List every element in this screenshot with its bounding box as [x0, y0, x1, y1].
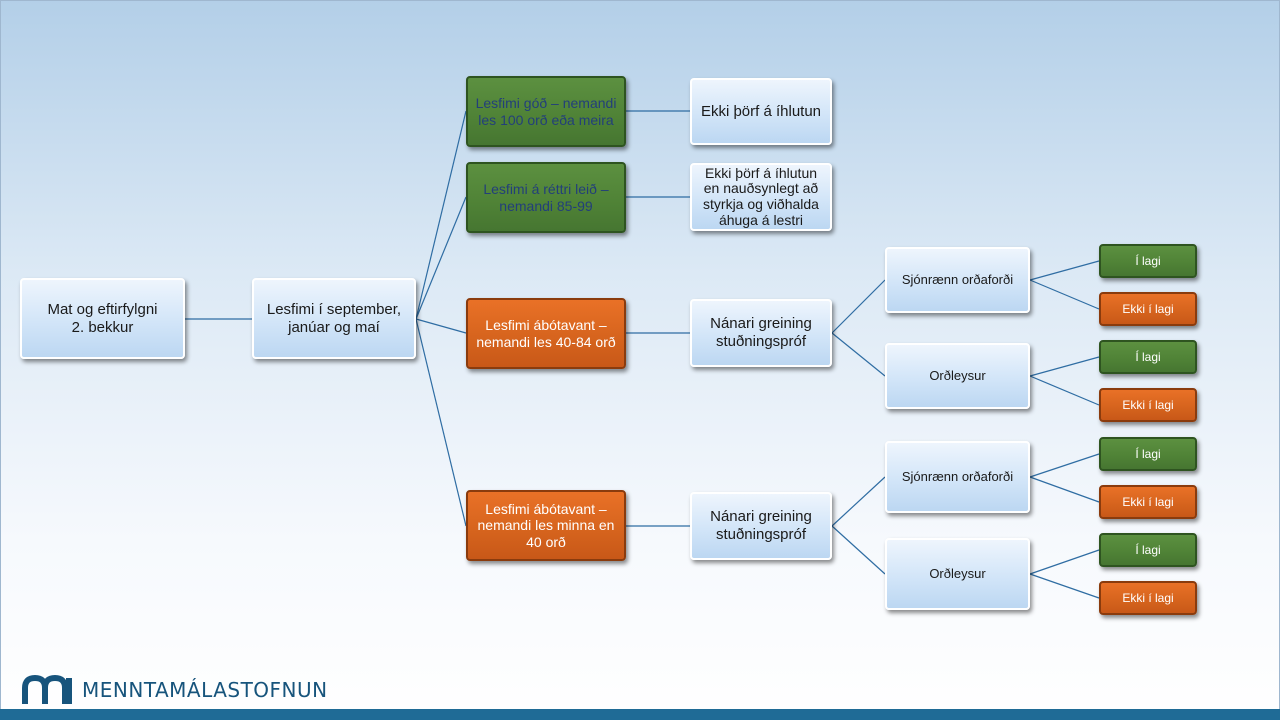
level-line: Lesfimi á réttri leið –: [483, 180, 609, 197]
result-label: Í lagi: [1135, 253, 1161, 268]
schedule-line: janúar og maí: [288, 318, 380, 336]
connector: [1029, 375, 1100, 406]
result-label: Ekki í lagi: [1122, 397, 1174, 412]
connector: [831, 525, 886, 575]
level-line: Lesfimi góð – nemandi: [475, 94, 617, 111]
connector: [1029, 573, 1100, 599]
outcome-node: Ekki þörf á íhlutun en nauðsynlegt að st…: [690, 163, 832, 231]
result-not-ok-node: Ekki í lagi: [1099, 388, 1197, 422]
result-ok-node: Í lagi: [1099, 533, 1197, 567]
result-label: Ekki í lagi: [1122, 494, 1174, 509]
test-node: Orðleysur: [885, 538, 1030, 610]
level-line: nemandi 85-99: [499, 197, 593, 214]
test-node: Orðleysur: [885, 343, 1030, 409]
level-line: Lesfimi ábótavant –: [485, 316, 607, 333]
schedule-line: Lesfimi í september,: [266, 300, 402, 318]
outcome-node: Nánari greining stuðningspróf: [690, 492, 832, 560]
result-label: Ekki í lagi: [1122, 590, 1174, 605]
connector: [415, 196, 467, 320]
result-label: Í lagi: [1135, 446, 1161, 461]
test-label: Orðleysur: [929, 566, 986, 582]
connector: [1029, 476, 1100, 503]
level-line: nemandi les minna en: [477, 517, 615, 534]
result-ok-node: Í lagi: [1099, 244, 1197, 278]
connector: [831, 279, 886, 334]
level-line: Lesfimi ábótavant –: [485, 500, 607, 517]
level-node-on-track: Lesfimi á réttri leið – nemandi 85-99: [466, 162, 626, 233]
connector: [415, 110, 467, 320]
connector: [1029, 453, 1100, 478]
connector: [1029, 549, 1100, 575]
test-node: Sjónrænn orðaforði: [885, 247, 1030, 313]
test-label: Sjónrænn orðaforði: [901, 272, 1014, 288]
outcome-line: Ekki þörf á íhlutun: [704, 164, 818, 181]
outcome-node: Nánari greining stuðningspróf: [690, 299, 832, 367]
level-node-insufficient-40-84: Lesfimi ábótavant – nemandi les 40-84 or…: [466, 298, 626, 369]
level-node-insufficient-under-40: Lesfimi ábótavant – nemandi les minna en…: [466, 490, 626, 561]
outcome-node: Ekki þörf á íhlutun: [690, 78, 832, 145]
logo-text: MENNTAMÁLASTOFNUN: [82, 678, 328, 702]
result-label: Ekki í lagi: [1122, 301, 1174, 316]
connector: [415, 318, 467, 527]
outcome-line: Ekki þörf á íhlutun: [700, 102, 822, 120]
schedule-node: Lesfimi í september, janúar og maí: [252, 278, 416, 359]
level-line: les 100 orð eða meira: [478, 111, 614, 128]
logo-mark-icon: [22, 675, 72, 704]
connector: [831, 476, 886, 527]
outcome-line: áhuga á lestri: [718, 211, 804, 228]
result-not-ok-node: Ekki í lagi: [1099, 485, 1197, 519]
logo: MENNTAMÁLASTOFNUN: [22, 674, 328, 706]
test-node: Sjónrænn orðaforði: [885, 441, 1030, 513]
level-line: 40 orð: [526, 533, 566, 550]
test-label: Sjónrænn orðaforði: [901, 469, 1014, 485]
outcome-line: Nánari greining: [710, 508, 812, 526]
root-node: Mat og eftirfylgni 2. bekkur: [20, 278, 185, 359]
result-ok-node: Í lagi: [1099, 437, 1197, 471]
level-node-good: Lesfimi góð – nemandi les 100 orð eða me…: [466, 76, 626, 147]
result-ok-node: Í lagi: [1099, 340, 1197, 374]
outcome-line: Nánari greining: [710, 315, 812, 333]
connector: [1029, 260, 1100, 281]
outcome-line: stuðningspróf: [715, 526, 807, 543]
outcome-line: styrkja og viðhalda: [703, 196, 819, 212]
outcome-line: en nauðsynlegt að: [703, 180, 819, 197]
root-line: Mat og eftirfylgni: [47, 300, 158, 318]
result-not-ok-node: Ekki í lagi: [1099, 292, 1197, 326]
connector: [831, 332, 886, 377]
root-line: 2. bekkur: [71, 318, 134, 336]
connector: [415, 318, 467, 334]
result-label: Í lagi: [1135, 542, 1161, 557]
footer-bar: [0, 709, 1280, 720]
test-label: Orðleysur: [929, 368, 986, 384]
connector: [1029, 356, 1100, 377]
outcome-line: stuðningspróf: [715, 333, 807, 350]
level-line: nemandi les 40-84 orð: [476, 333, 616, 350]
result-label: Í lagi: [1135, 349, 1161, 364]
connector: [1029, 279, 1100, 310]
result-not-ok-node: Ekki í lagi: [1099, 581, 1197, 615]
